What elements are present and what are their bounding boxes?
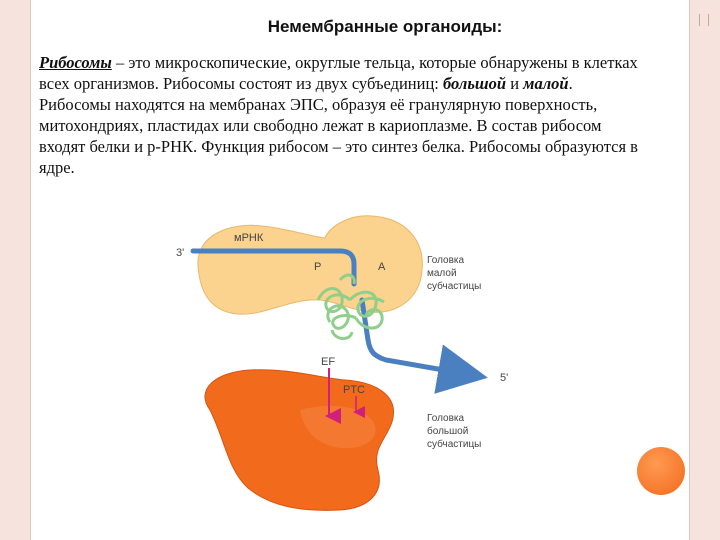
decorative-circle xyxy=(637,447,685,495)
mrna-exit xyxy=(359,297,488,394)
label-large-head-2: большой xyxy=(427,425,468,437)
peptide-chain xyxy=(316,273,385,340)
large-subunit xyxy=(204,369,394,511)
label-ef: EF xyxy=(321,356,335,368)
label-small-head-1: Головка xyxy=(427,255,465,266)
small-subunit xyxy=(197,215,423,315)
mrna-strand xyxy=(190,248,357,287)
slide-title-text: Немембранные органоиды: xyxy=(267,17,503,36)
paragraph-text-2: . Рибосомы находятся на мембранах ЭПС, о… xyxy=(39,74,638,177)
slide-title: Немембранные органоиды: xyxy=(0,17,720,37)
paragraph-text-1: – это микроскопические, округлые тельца,… xyxy=(39,53,638,93)
body-paragraph: Рибосомы – это микроскопические, округлы… xyxy=(39,52,639,178)
frame-divider-left xyxy=(30,0,31,540)
label-large-head-1: Головка xyxy=(427,413,465,424)
label-ptc: PTC xyxy=(343,384,365,396)
label-mrna: мРНК xyxy=(234,232,264,244)
slide-frame-right xyxy=(690,0,720,540)
slide-frame-left xyxy=(0,0,30,540)
paragraph-and: и xyxy=(506,74,524,93)
term-large: большой xyxy=(443,74,507,93)
term-ribosomes: Рибосомы xyxy=(39,53,112,72)
label-large-head-3: субчастицы xyxy=(427,438,481,450)
frame-divider-right xyxy=(689,0,690,540)
label-site-p: P xyxy=(314,261,321,273)
label-5-prime: 5' xyxy=(500,372,508,384)
label-3-prime: 3' xyxy=(176,247,184,259)
term-small: малой xyxy=(523,74,569,93)
label-small-head-2: малой xyxy=(427,268,457,279)
label-site-a: A xyxy=(378,261,386,273)
slide-marker xyxy=(699,14,709,26)
label-small-head-3: субчастицы xyxy=(427,280,481,292)
